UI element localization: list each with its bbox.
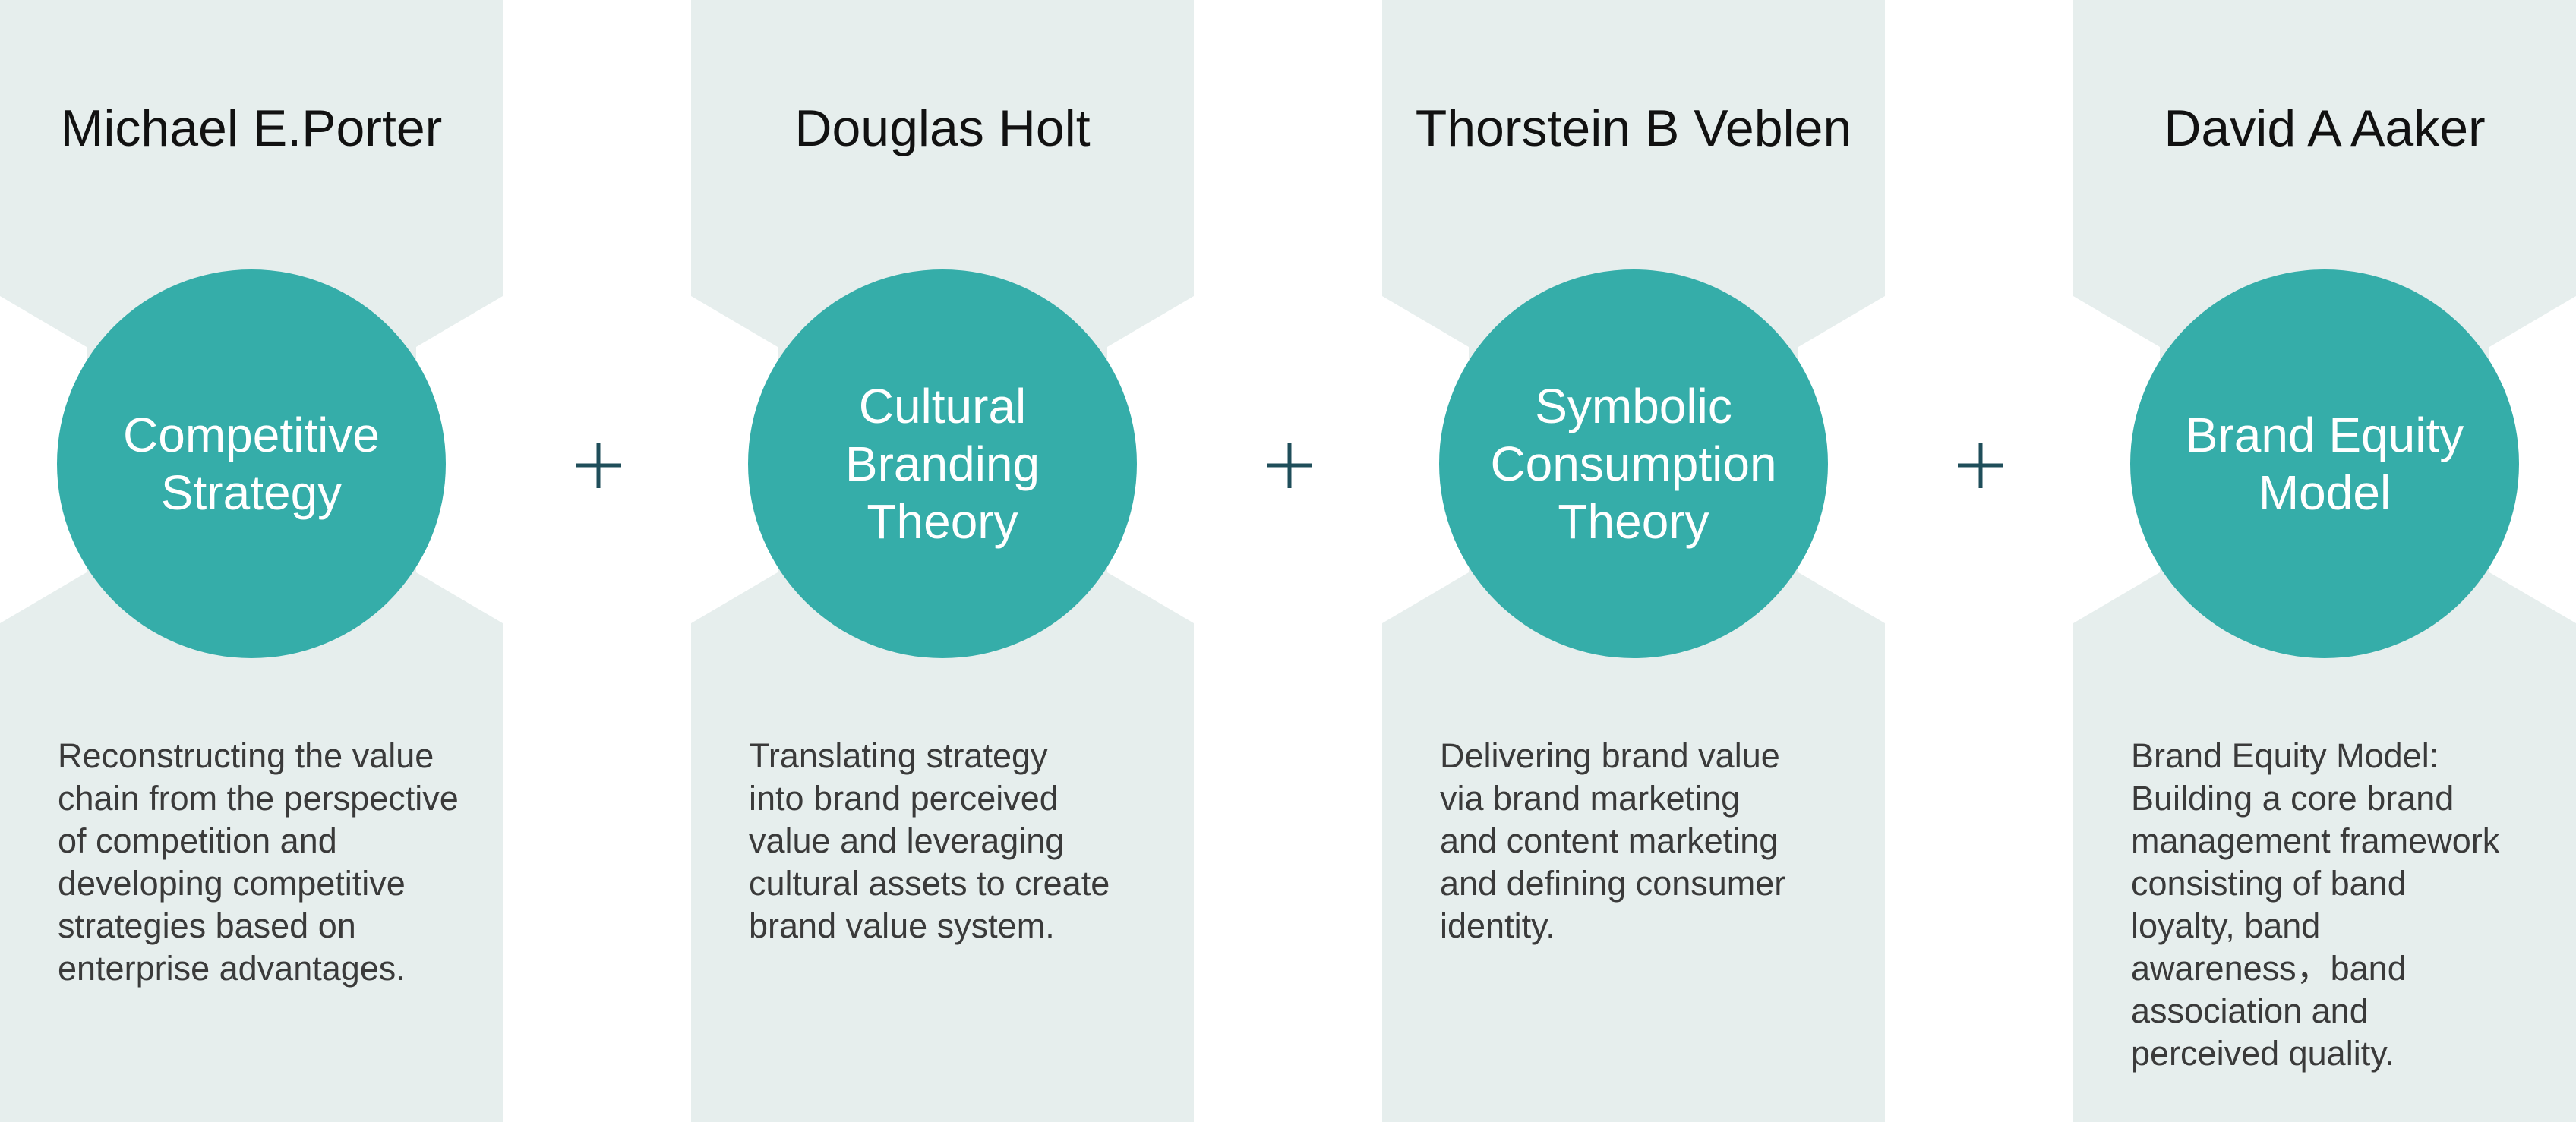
column-douglas-holt: Douglas Holt Cultural Branding Theory Tr… — [691, 0, 1194, 1122]
theory-circle: Symbolic Consumption Theory — [1439, 269, 1828, 658]
person-name: David A Aaker — [2164, 99, 2486, 157]
person-name: Michael E.Porter — [60, 99, 443, 157]
theory-title: Competitive Strategy — [123, 408, 380, 520]
theory-description: Translating strategy into brand perceive… — [749, 736, 1110, 945]
theory-circle: Competitive Strategy — [57, 269, 446, 658]
person-name: Thorstein B Veblen — [1415, 99, 1852, 157]
theory-description: Reconstructing the value chain from the … — [58, 736, 459, 988]
theory-circle: Brand Equity Model — [2130, 269, 2519, 658]
theory-title: Brand Equity Model — [2185, 408, 2464, 520]
column-thorstein-veblen: Thorstein B Veblen Symbolic Consumption … — [1382, 0, 1885, 1122]
plus-icon — [576, 443, 621, 488]
theory-title: Symbolic Consumption Theory — [1490, 379, 1777, 549]
person-name: Douglas Holt — [794, 99, 1091, 157]
theory-description: Brand Equity Model: Building a core bran… — [2131, 736, 2500, 1073]
plus-icon — [1267, 443, 1312, 488]
theory-description: Delivering brand value via brand marketi… — [1440, 736, 1786, 945]
column-david-aaker: David A Aaker Brand Equity Model Brand E… — [2073, 0, 2576, 1122]
plus-icon — [1958, 443, 2003, 488]
theory-title: Cultural Branding Theory — [844, 379, 1040, 549]
theory-circle: Cultural Branding Theory — [748, 269, 1137, 658]
column-michael-porter: Michael E.Porter Competitive Strategy Re… — [0, 0, 503, 1122]
